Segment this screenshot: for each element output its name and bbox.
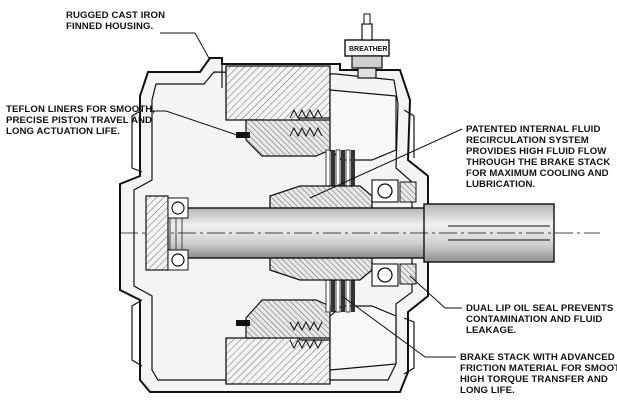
- callout-teflon-line-1: TEFLON LINERS FOR SMOOTH,: [6, 104, 156, 115]
- callout-oil-seal: DUAL LIP OIL SEAL PREVENTS CONTAMINATION…: [466, 303, 613, 336]
- callout-seal-line-1: DUAL LIP OIL SEAL PREVENTS: [466, 303, 614, 314]
- leader-lines: [150, 32, 463, 358]
- callout-recirc-line-5: FOR MAXIMUM COOLING AND: [466, 168, 609, 179]
- dual-lip-oil-seal: [399, 181, 417, 285]
- callout-brake-line-1: BRAKE STACK WITH ADVANCED: [460, 352, 615, 363]
- callout-teflon-line-2: PRECISE PISTON TRAVEL AND: [6, 115, 153, 126]
- callout-recirc-line-1: PATENTED INTERNAL FLUID: [466, 124, 601, 135]
- callout-teflon-liners: TEFLON LINERS FOR SMOOTH, PRECISE PISTON…: [6, 104, 155, 137]
- callout-recirc-line-2: RECIRCULATION SYSTEM: [466, 135, 589, 146]
- brake-stack-lower: [325, 269, 355, 313]
- callout-seal-line-3: LEAKAGE.: [466, 325, 517, 336]
- brake-stack-upper: [325, 149, 355, 193]
- leader-recirculation: [309, 128, 463, 199]
- callout-housing: RUGGED CAST IRON FINNED HOUSING.: [66, 10, 165, 32]
- right-bearing: [371, 179, 399, 287]
- callout-brake-line-3: HIGH TORQUE TRANSFER AND: [460, 374, 608, 385]
- callout-seal-line-2: CONTAMINATION AND FLUID: [466, 314, 603, 325]
- leader-seal: [409, 275, 462, 309]
- left-bearing: [145, 195, 189, 271]
- callout-recirc-line-6: LUBRICATION.: [466, 179, 536, 190]
- lower-piston-assembly: [225, 299, 397, 385]
- callout-housing-line-2: FINNED HOUSING.: [66, 21, 154, 32]
- leader-brake: [341, 295, 456, 358]
- callout-brake-stack: BRAKE STACK WITH ADVANCED FRICTION MATER…: [460, 352, 617, 396]
- callout-brake-line-4: LONG LIFE.: [460, 385, 515, 396]
- callout-recirc-line-4: THROUGH THE BRAKE STACK: [466, 157, 611, 168]
- callout-teflon-line-3: LONG ACTUATION LIFE.: [6, 126, 120, 137]
- breather-cap: BREATHER: [344, 13, 390, 79]
- callout-recirculation: PATENTED INTERNAL FLUID RECIRCULATION SY…: [466, 124, 610, 190]
- output-shaft: [120, 203, 600, 263]
- leader-teflon: [150, 110, 241, 137]
- breather-label: BREATHER: [349, 46, 387, 53]
- callout-housing-line-1: RUGGED CAST IRON: [66, 10, 166, 21]
- callout-recirc-line-3: PROVIDES HIGH FLUID FLOW: [466, 146, 607, 157]
- upper-piston-assembly: [225, 65, 397, 161]
- callout-brake-line-2: FRICTION MATERIAL FOR SMOOTH: [460, 363, 617, 374]
- leader-housing: [160, 32, 211, 61]
